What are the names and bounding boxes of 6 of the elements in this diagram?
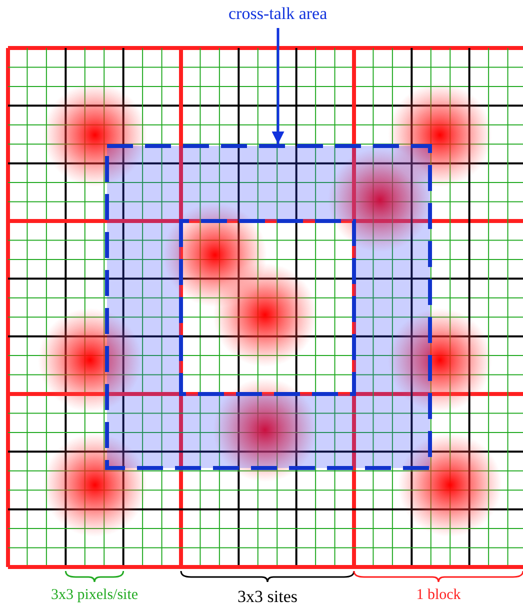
brace-label: 1 block [416, 587, 461, 604]
brace-label: 3x3 sites [238, 587, 298, 606]
callout-text: cross-talk area [228, 4, 328, 24]
brace-label: 3x3 pixels/site [50, 587, 138, 604]
dashed-region [105, 144, 432, 470]
arrow [272, 28, 284, 144]
